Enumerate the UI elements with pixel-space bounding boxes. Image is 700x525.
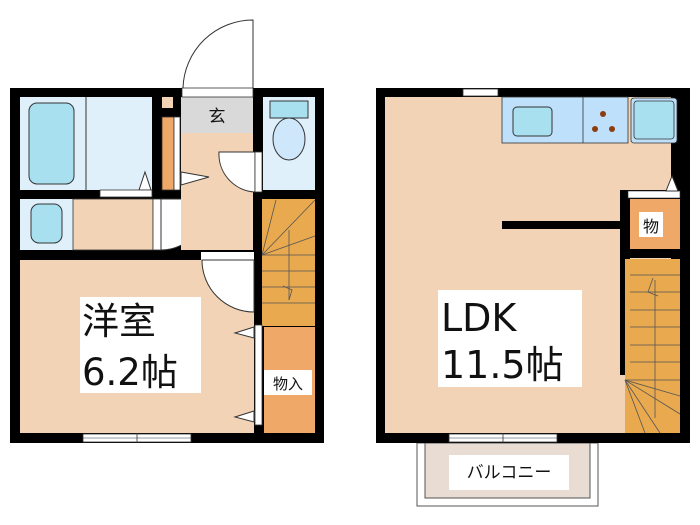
room-size: 6.2帖 — [82, 351, 178, 394]
window — [448, 433, 558, 443]
wash-basin — [30, 203, 63, 244]
room-size: 11.5帖 — [441, 343, 564, 387]
balcony: バルコニー — [416, 442, 599, 507]
entrance — [181, 97, 253, 133]
toilet-bowl — [272, 117, 306, 161]
balcony-label: バルコニー — [467, 463, 552, 483]
window — [82, 433, 192, 443]
toilet-door-swing — [218, 151, 256, 193]
entrance-door-swing — [182, 19, 254, 89]
stairs — [261, 199, 316, 326]
stove-burners-icon — [592, 111, 615, 132]
hallway — [181, 133, 253, 250]
bathtub — [28, 102, 75, 185]
closet-label: 物入 — [273, 375, 303, 393]
stairs — [624, 259, 681, 434]
kitchen-counter — [501, 96, 629, 144]
entrance-label: 玄 — [209, 107, 226, 127]
floor-1-plan: 玄 物入 — [10, 19, 324, 443]
room-name: 洋室 — [82, 300, 156, 343]
floor-2-plan: バルコニー 物 — [376, 88, 690, 507]
kitchen-sink — [512, 106, 553, 137]
room-name: LDK — [441, 296, 517, 340]
room-door-swing — [201, 259, 255, 313]
window — [462, 88, 499, 97]
shoe-cabinet — [161, 116, 175, 191]
toilet-tank — [269, 100, 309, 119]
closet-door — [254, 324, 263, 426]
storage-label: 物 — [643, 217, 659, 236]
